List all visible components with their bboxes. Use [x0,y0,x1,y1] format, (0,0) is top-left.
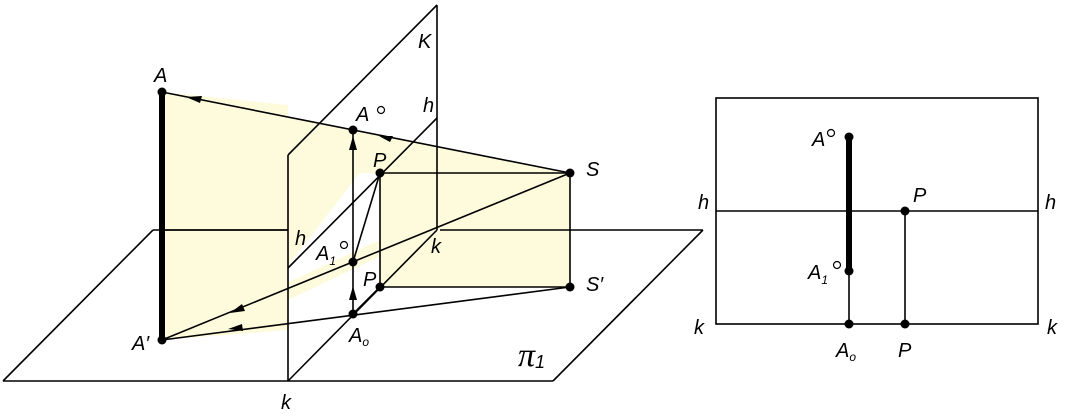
point-P-top [375,168,385,178]
degree-mark-Adeg-right [826,128,836,138]
label-A1deg: A1 [315,243,336,268]
arrow-toward-Adeg [379,136,393,142]
point-A1deg [348,257,358,267]
label-P-top-right: P [913,185,927,207]
label-h-right: h [1045,192,1056,214]
degree-mark-Adeg-left [376,105,386,115]
label-A0-main: A [348,325,362,347]
label-A1deg-sub: 1 [329,254,336,268]
label-A0-right: Ao [835,340,856,364]
point-Sprime [565,282,575,292]
label-k-right: k [1047,317,1058,339]
label-S: S [586,159,600,181]
label-A: A [153,65,167,87]
points-left [157,87,575,345]
point-Adeg-right [844,132,854,142]
ray-Sprime-Aprime [161,286,571,341]
point-A0 [348,309,358,319]
label-pi-main: π [518,337,536,374]
label-A1deg-right-main: A [807,262,821,284]
label-Adeg-main: A [355,104,369,126]
degree-mark-A1deg-right [832,260,842,270]
label-Adeg: A [355,104,369,126]
line-Ptop-A1deg [352,172,381,263]
point-P-bottom-right [900,319,910,329]
point-Adeg [348,125,358,135]
arrow-up-Adeg [349,136,357,150]
label-Aprime: A′ [131,333,150,355]
point-P-bottom [375,282,385,292]
arrow-up-A1deg [349,286,357,300]
degree-mark-A1deg-left [339,240,349,250]
label-Adeg-right-main: A [811,129,825,151]
point-Aprime [157,335,167,345]
label-P-top: P [373,150,387,172]
arrow-toward-Aprime-top [230,304,245,313]
arrow-toward-Aprime-bottom [228,324,243,331]
label-K: K [418,31,433,53]
labels-left: A A A1 A′ Ao S S′ P P K h h k k π1 [131,31,604,414]
horizon-line-h [287,117,438,269]
label-k-bottom: k [281,392,292,414]
right-view: A A1 Ao P P h h k k [694,97,1058,364]
ground-plane [2,229,704,382]
arrow-toward-A [186,96,202,103]
label-Sprime: S′ [586,274,604,296]
label-k-center: k [431,236,442,258]
label-pi: π1 [518,337,545,374]
label-h-left: h [698,192,709,214]
picture-plane [287,4,438,382]
point-A1deg-right [844,266,854,276]
ray-S-Aprime [161,172,571,341]
label-A0: Ao [348,325,369,349]
ray-S-A [161,91,571,174]
ground-edge-right [552,229,704,382]
label-A0-right-sub: o [849,350,856,364]
arrows [186,96,393,331]
ground-edge-left [2,229,154,382]
label-A0-sub: o [362,335,369,349]
line-P-A0 [352,286,381,315]
point-P-top-right [900,206,910,216]
label-h-top: h [423,95,434,117]
picture-plane-top-edge [287,4,438,156]
label-A0-right-main: A [835,340,849,362]
point-S [565,168,575,178]
label-Adeg-right: A [811,129,825,151]
label-k-left: k [694,317,705,339]
label-A1deg-right: A1 [807,262,828,287]
label-pi-sub: 1 [535,352,545,372]
label-A1deg-right-sub: 1 [821,273,828,287]
projection-lines [159,91,571,341]
label-h-mid: h [295,228,306,250]
point-A [157,87,167,97]
label-P-bottom-right: P [898,340,912,362]
shade-left-band [162,92,288,340]
label-A1deg-main: A [315,243,329,265]
point-A0-right [844,319,854,329]
label-P-bottom: P [363,269,377,291]
